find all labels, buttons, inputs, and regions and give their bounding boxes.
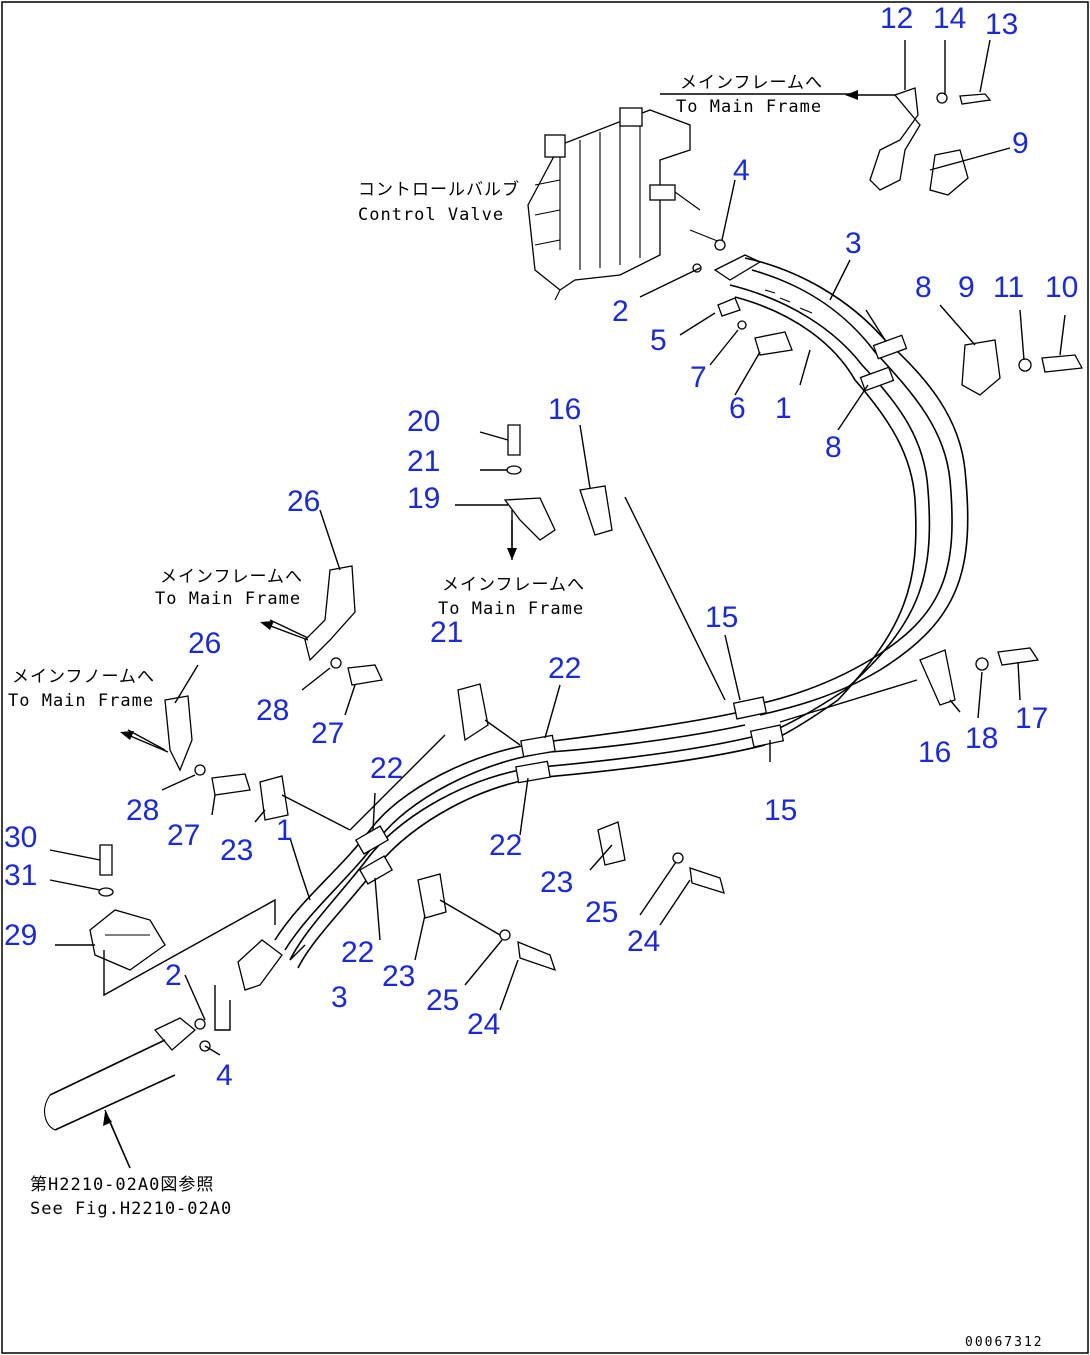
callout-13: 13	[985, 8, 1018, 41]
sleeves-22	[354, 734, 556, 885]
callout-numbers: 12 14 13 9 4 3 8 9 11 10 2 5 7 6 1 8 20 …	[4, 2, 1078, 1092]
direction-arrows	[103, 90, 895, 1169]
callout-21-lower: 21	[430, 616, 463, 649]
leader-lines	[49, 39, 1066, 1169]
callout-25-right: 25	[585, 896, 618, 929]
note-main-frame-en-2: To Main Frame	[155, 589, 301, 609]
note-control-valve-jp: コントロールバルブ	[358, 179, 520, 200]
note-ref-jp: 第H2210-02A0図参照	[30, 1175, 214, 1195]
callout-4-lower: 4	[216, 1059, 233, 1092]
clamp-23-mid	[417, 873, 447, 919]
clamp-23-left	[259, 775, 289, 821]
callout-6: 6	[729, 392, 746, 425]
callout-18: 18	[965, 722, 998, 755]
callout-3-lower: 3	[331, 981, 348, 1014]
note-main-frame-en-4: To Main Frame	[8, 691, 154, 711]
callout-2-lower: 2	[165, 959, 182, 992]
callout-3-top: 3	[845, 227, 862, 260]
bolt-30	[98, 844, 114, 897]
callout-29: 29	[4, 919, 37, 952]
callout-8-top: 8	[915, 271, 932, 304]
clamp-16-lower	[919, 647, 1040, 706]
callout-9-right: 9	[958, 271, 975, 304]
clamp-21-lower	[457, 683, 489, 742]
callout-27-lower: 27	[167, 819, 200, 852]
callout-5: 5	[650, 324, 667, 357]
callout-24-right: 24	[627, 925, 660, 958]
fitting-lower-left	[153, 939, 283, 1052]
callout-23-right: 23	[540, 866, 573, 899]
note-main-frame-jp-2: メインフレームへ	[160, 567, 303, 587]
callout-24-lower: 24	[467, 1008, 500, 1041]
callout-31: 31	[4, 859, 37, 892]
note-main-frame-en-1: To Main Frame	[676, 97, 822, 117]
callout-8-bottom: 8	[825, 431, 842, 464]
callout-28-top: 28	[256, 694, 289, 727]
drawing-code: 00067312	[965, 1335, 1044, 1350]
note-main-frame-jp-4: メインフノームへ	[12, 667, 155, 687]
callout-22-mid: 22	[370, 752, 403, 785]
callout-30: 30	[4, 821, 37, 854]
callout-10: 10	[1045, 271, 1078, 304]
callout-1-lower: 1	[276, 814, 293, 847]
bolts-24-25	[499, 852, 725, 972]
clamp-19	[503, 497, 556, 541]
callout-26-top: 26	[287, 485, 320, 518]
callout-21-top: 21	[407, 445, 440, 478]
bracket-9-top	[929, 149, 969, 196]
callout-12: 12	[880, 2, 913, 35]
callout-28-lower: 28	[126, 794, 159, 827]
hose-far-left	[44, 1039, 176, 1131]
note-control-valve-en: Control Valve	[358, 205, 504, 225]
callout-14: 14	[933, 2, 966, 35]
callout-16-top: 16	[548, 393, 581, 426]
note-main-frame-jp-1: メインフレームへ	[680, 73, 823, 93]
callout-22-right: 22	[489, 829, 522, 862]
callout-9-top: 9	[1012, 127, 1029, 160]
callout-15-top: 15	[705, 601, 738, 634]
bracket-9-right	[961, 339, 1084, 396]
bracket-26-lower	[164, 695, 251, 796]
sleeves-15	[732, 696, 785, 748]
callout-4-top: 4	[733, 154, 750, 187]
callout-19: 19	[407, 482, 440, 515]
callout-23-mid: 23	[382, 960, 415, 993]
clamp-23-right	[597, 821, 626, 866]
callout-11: 11	[993, 271, 1024, 304]
callout-2-top: 2	[612, 295, 629, 328]
callout-27-top: 27	[311, 717, 344, 750]
callout-20: 20	[407, 405, 440, 438]
hose-upper-run	[713, 254, 969, 743]
callout-22-lower: 22	[341, 936, 374, 969]
callout-16-lower: 16	[918, 736, 951, 769]
hose-lower-run	[274, 711, 766, 969]
bracket-26-upper	[304, 565, 383, 686]
bolt-20	[506, 424, 522, 475]
callout-26-lower: 26	[188, 627, 221, 660]
clamp-16-upper	[579, 485, 613, 536]
bracket-12	[869, 87, 992, 191]
note-ref-en: See Fig.H2210-02A0	[30, 1199, 232, 1219]
callout-15-lower: 15	[764, 794, 797, 827]
clamp-8-upper	[859, 334, 908, 392]
callout-25-lower: 25	[426, 984, 459, 1017]
callout-1-top: 1	[775, 392, 792, 425]
callout-22-top: 22	[548, 652, 581, 685]
callout-23-left: 23	[220, 834, 253, 867]
fittings-5-6-7	[717, 297, 793, 356]
note-main-frame-jp-3: メインフレームへ	[442, 575, 585, 595]
callout-7: 7	[690, 361, 707, 394]
bracket-29	[89, 909, 166, 971]
control-valve	[527, 107, 726, 301]
callout-17: 17	[1015, 702, 1048, 735]
note-main-frame-en-3: To Main Frame	[438, 599, 584, 619]
